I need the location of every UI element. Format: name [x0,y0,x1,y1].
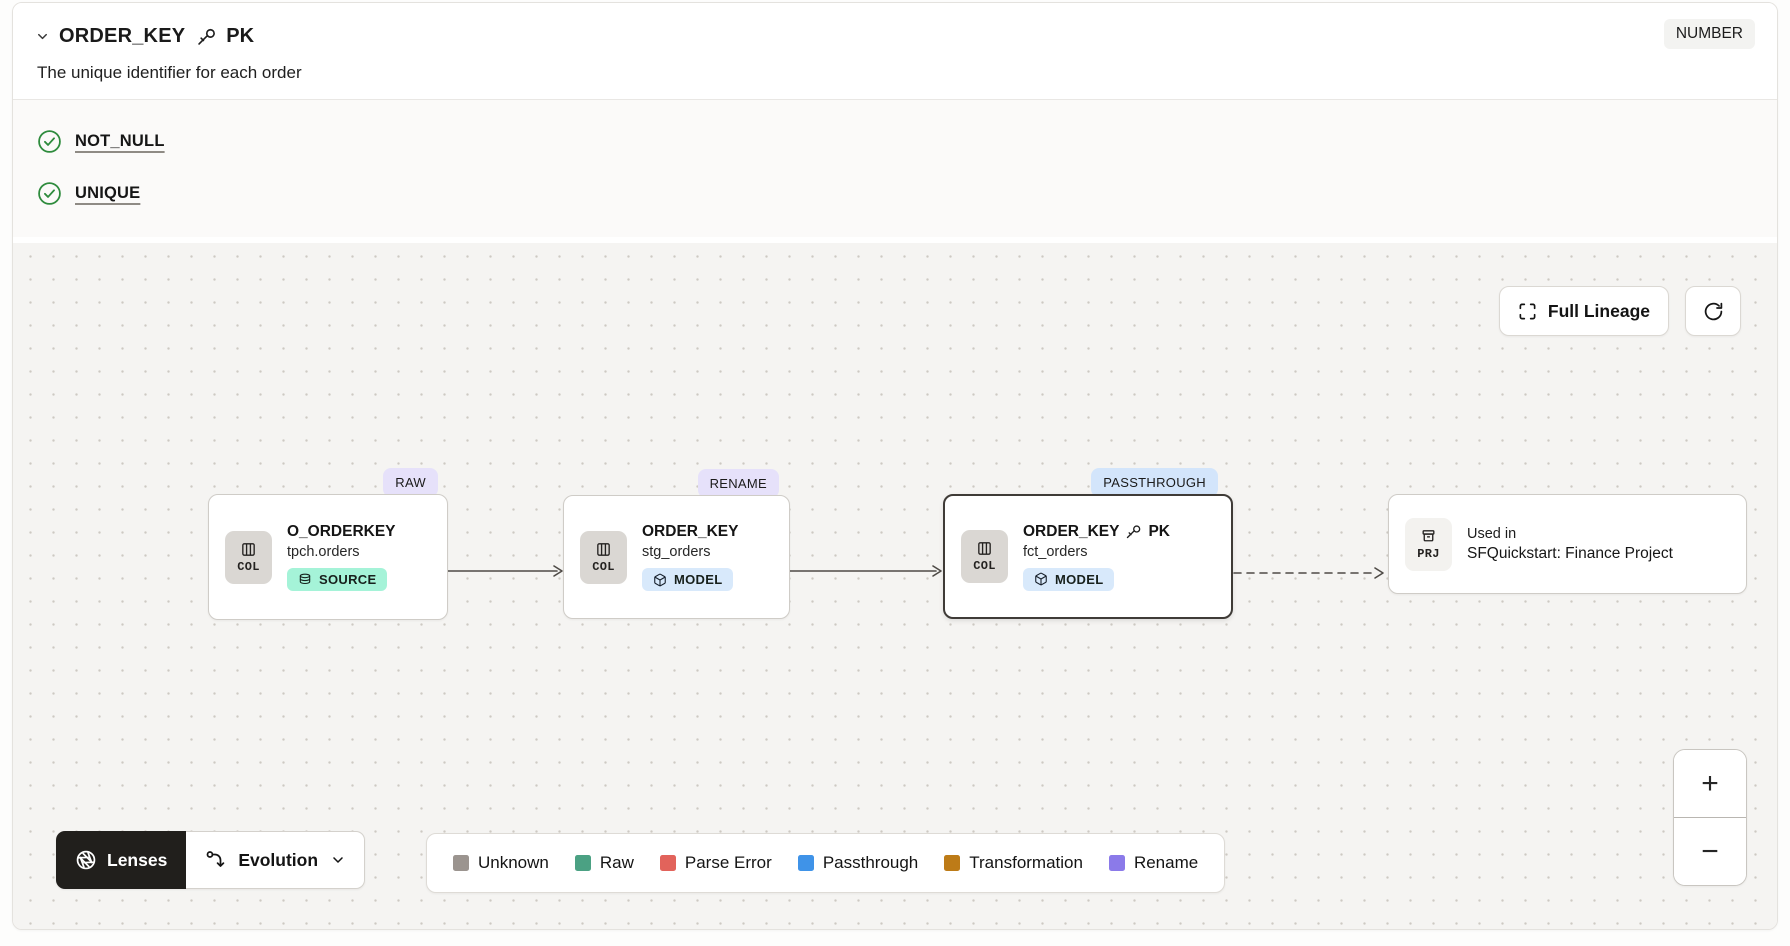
zoom-in-button[interactable]: + [1674,750,1746,817]
legend-item-raw: Raw [574,853,634,873]
column-header: ORDER_KEY PK NUMBER The unique identifie… [13,3,1777,83]
node-subtitle: stg_orders [642,544,711,560]
zoom-out-button[interactable]: − [1674,818,1746,885]
evolution-tag: PASSTHROUGH [1091,468,1218,497]
collapse-chevron-icon[interactable] [35,29,50,44]
lenses-button[interactable]: Lenses [56,831,187,889]
refresh-button[interactable] [1685,286,1741,336]
node-subtitle: fct_orders [1023,543,1088,560]
legend-swatch [659,855,676,871]
column-name: ORDER_KEY [59,24,186,47]
columns-icon [242,542,255,556]
legend-swatch [1108,855,1125,871]
evolution-tag: RAW [383,468,438,497]
legend-swatch [453,855,469,871]
legend-item-passthrough: Passthrough [797,853,918,873]
lineage-canvas[interactable]: RAW COL O_ORDERKEY tpch.orders SOURCE RE [13,243,1777,929]
aperture-icon [76,850,96,870]
legend-swatch [797,855,814,871]
materialization-chip: MODEL [642,568,734,591]
primary-key-icon [196,26,217,47]
lineage-node-fct-orders: PASSTHROUGH COL ORDER_KEY PK fct_orders [943,468,1233,619]
evolution-legend: Unknown Raw Parse Error Passthrough Tran… [426,833,1226,893]
materialization-chip: MODEL [1023,567,1115,591]
node-title: O_ORDERKEY [287,523,396,540]
tests-section: NOT_NULL UNIQUE [13,99,1777,237]
column-details-panel: ORDER_KEY PK NUMBER The unique identifie… [12,2,1778,930]
lineage-node-project-usage: PRJ Used in SFQuickstart: Finance Projec… [1388,494,1747,594]
lenses-bar: Lenses Evolution [56,831,366,889]
node-title: ORDER_KEY PK [1023,522,1171,540]
legend-item-unknown: Unknown [453,853,549,873]
archive-icon [1422,529,1435,541]
legend-item-rename: Rename [1108,853,1198,873]
test-row: UNIQUE [37,167,1753,219]
test-row: NOT_NULL [37,115,1753,167]
cube-icon [1035,572,1047,586]
legend-item-parse-error: Parse Error [659,853,772,873]
evolution-icon [206,851,225,867]
pk-label: PK [1148,522,1171,540]
legend-item-transformation: Transformation [944,853,1083,873]
cube-icon [654,573,666,586]
columns-icon [597,542,610,556]
data-type-badge: NUMBER [1663,19,1755,49]
edge-arrowhead [1374,567,1384,579]
lineage-node-source-column: RAW COL O_ORDERKEY tpch.orders SOURCE [208,468,448,620]
expand-icon [1519,303,1536,319]
test-link-unique[interactable]: UNIQUE [75,183,141,202]
node-card[interactable]: COL O_ORDERKEY tpch.orders SOURCE [208,494,448,620]
check-circle-icon [37,181,62,206]
materialization-chip: SOURCE [287,568,388,591]
project-kind-box: PRJ [1405,517,1452,571]
column-kind-box: COL [580,530,627,584]
refresh-icon [1704,302,1722,320]
pk-label: PK [226,24,255,47]
lineage-node-stg-orders: RENAME COL ORDER_KEY stg_orders MODEL [563,469,790,619]
column-kind-box: COL [225,530,272,584]
node-title: Used in [1467,525,1517,542]
node-subtitle: SFQuickstart: Finance Project [1467,544,1673,562]
check-circle-icon [37,129,62,154]
column-kind-box: COL [961,530,1008,583]
chevron-down-icon [333,857,343,863]
node-subtitle: tpch.orders [287,544,360,560]
evolution-tag: RENAME [697,469,779,498]
edge-arrowhead [932,565,942,577]
primary-key-icon [1127,525,1141,539]
zoom-control: + − [1673,749,1747,886]
divider [1674,817,1746,818]
test-link-not-null[interactable]: NOT_NULL [75,131,165,150]
node-title: ORDER_KEY [642,523,739,540]
active-lens-label: Evolution [238,849,319,870]
legend-swatch [944,855,961,871]
columns-icon [978,542,991,555]
edge-arrowhead [553,565,563,577]
node-card[interactable]: COL ORDER_KEY stg_orders MODEL [563,495,790,619]
legend-swatch [574,855,591,871]
node-card[interactable]: COL ORDER_KEY PK fct_orders MODEL [943,494,1233,619]
lens-dropdown[interactable]: Evolution [186,831,366,889]
column-description: The unique identifier for each order [37,63,302,82]
full-lineage-button[interactable]: Full Lineage [1498,286,1669,336]
node-card[interactable]: PRJ Used in SFQuickstart: Finance Projec… [1388,494,1747,594]
database-icon [299,573,311,584]
